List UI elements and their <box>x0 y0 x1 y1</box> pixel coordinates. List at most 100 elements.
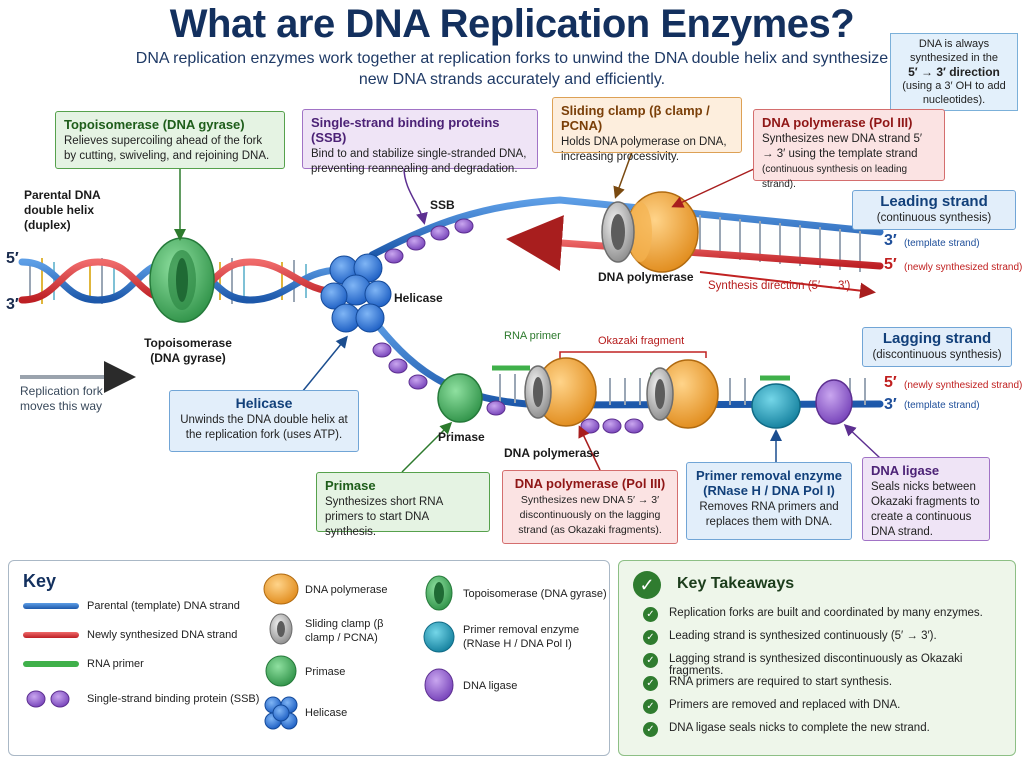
key-polymerase-swatch <box>263 573 299 605</box>
pol-top-box: DNA polymerase (Pol III) Synthesizes new… <box>753 109 945 190</box>
parental-label: Parental DNA double helix (duplex) <box>24 188 101 232</box>
primer-removal-box: Primer removal enzyme (RNase H / DNA Pol… <box>686 462 852 540</box>
helicase-box: Helicase Unwinds the DNA double helix at… <box>169 390 359 452</box>
pol-bottom-callout-arrow <box>578 425 601 471</box>
key-item-topo: Topoisomerase (DNA gyrase) <box>463 588 607 600</box>
leading-text: (continuous synthesis) <box>876 212 992 224</box>
key-primase-swatch <box>265 655 297 687</box>
synthesis-direction-arrow <box>699 271 876 299</box>
key-parental-swatch <box>23 603 79 609</box>
pol-callout-arrow <box>671 167 757 208</box>
lagging-text: (discontinuous synthesis) <box>872 349 1002 361</box>
top-template-label: (template strand) <box>904 238 980 249</box>
lagging-rungs <box>499 374 866 405</box>
key-item-primase: Primase <box>305 666 346 678</box>
clamp-callout-arrow <box>613 151 633 199</box>
clamp-box: Sliding clamp (β clamp / PCNA) Holds DNA… <box>552 97 742 163</box>
key-removal-swatch <box>423 621 455 653</box>
top-five-prime: 5′ <box>884 256 897 273</box>
removal-title: Primer removal enzyme (RNase H / DNA Pol… <box>696 468 842 498</box>
takeaway-item: Primers are removed and replaced with DN… <box>669 699 901 711</box>
lagging-clamp-2-icon <box>646 367 674 421</box>
ligase-callout-arrow <box>843 423 881 459</box>
ligase-text: Seals nicks between Okazaki fragments to… <box>871 481 980 538</box>
key-item-new: Newly synthesized DNA strand <box>87 629 238 641</box>
check-icon: ✓ <box>643 722 658 737</box>
check-icon: ✓ <box>643 607 658 622</box>
pol-bottom-title: DNA polymerase (Pol III) <box>514 476 666 491</box>
rna-primer-label: RNA primer <box>504 330 561 342</box>
leading-new-strand <box>506 215 884 271</box>
removal-text: Removes RNA primers and replaces them wi… <box>699 501 839 528</box>
key-panel: Key Parental (template) DNA strand Newly… <box>8 560 610 756</box>
key-ssb-swatch <box>26 690 46 708</box>
key-helicase-swatch <box>264 696 298 730</box>
bottom-new-label: (newly synthesized strand) <box>904 380 1023 391</box>
top-new-label: (newly synthesized strand) <box>904 262 1023 273</box>
check-icon: ✓ <box>643 676 658 691</box>
takeaway-item: RNA primers are required to start synthe… <box>669 676 893 688</box>
pol-bottom-text: Synthesizes new DNA 5′ → 3′ discontinuou… <box>518 494 662 536</box>
lagging-strand-box: Lagging strand (discontinuous synthesis) <box>862 327 1012 367</box>
primase-text: Synthesizes short RNA primers to start D… <box>325 496 443 538</box>
takeaways-title: Key Takeaways <box>677 575 795 592</box>
takeaway-item: DNA ligase seals nicks to complete the n… <box>669 722 930 734</box>
topoisomerase-icon <box>149 237 215 323</box>
key-item-parental: Parental (template) DNA strand <box>87 600 240 612</box>
ssb-proteins-bottom <box>372 342 644 434</box>
primase-label: Primase <box>438 430 485 444</box>
topo-title: Topoisomerase (DNA gyrase) <box>64 117 245 132</box>
page-subtitle: DNA replication enzymes work together at… <box>135 50 889 88</box>
leading-pol-label: DNA polymerase <box>598 270 694 284</box>
check-icon: ✓ <box>643 653 658 668</box>
topoisomerase-box: Topoisomerase (DNA gyrase) Relieves supe… <box>55 111 285 169</box>
check-icon: ✓ <box>643 699 658 714</box>
big-check-icon: ✓ <box>633 571 661 599</box>
takeaway-item: Lagging strand is synthesized discontinu… <box>669 653 963 677</box>
key-item-helicase: Helicase <box>305 707 348 719</box>
note-bold: 5′ → 3′ direction <box>908 65 1000 79</box>
key-ssb-swatch <box>50 690 70 708</box>
leading-title: Leading strand <box>880 193 988 210</box>
clamp-text: Holds DNA polymerase on DNA, increasing … <box>561 136 727 163</box>
key-item-rna: RNA primer <box>87 658 144 670</box>
note-line1: DNA is always synthesized in the <box>909 38 999 64</box>
page-title: What are DNA Replication Enzymes? <box>169 2 855 46</box>
key-item-clamp: Sliding clamp (β clamp / PCNA) <box>305 618 384 644</box>
ssb-label: SSB <box>430 198 455 212</box>
lagging-title: Lagging strand <box>882 330 992 347</box>
lagging-pol-label: DNA polymerase <box>504 446 600 460</box>
note-line2: (using a 3′ OH to add nucleotides). <box>902 80 1006 106</box>
key-title: Key <box>23 571 57 591</box>
leading-clamp-icon <box>601 201 635 263</box>
takeaway-item: Replication forks are built and coordina… <box>669 607 983 619</box>
key-rna-swatch <box>23 661 79 667</box>
key-new-swatch <box>23 632 79 638</box>
pol-top-small: (continuous synthesis on leading strand)… <box>762 164 908 190</box>
okazaki-label: Okazaki fragment <box>598 335 685 347</box>
pol-bottom-box: DNA polymerase (Pol III) Synthesizes new… <box>502 470 678 544</box>
ligase-title: DNA ligase <box>871 463 940 478</box>
helicase-callout-arrow <box>301 335 348 393</box>
bottom-five-prime: 5′ <box>884 374 897 391</box>
top-three-prime: 3′ <box>884 232 897 249</box>
ssb-proteins-top <box>384 218 474 264</box>
key-item-ligase: DNA ligase <box>463 680 518 692</box>
ligase-box: DNA ligase Seals nicks between Okazaki f… <box>862 457 990 541</box>
primer-removal-icon <box>751 383 801 429</box>
takeaways-panel: ✓ Key Takeaways ✓ Replication forks are … <box>618 560 1016 756</box>
helicase-title: Helicase <box>235 395 293 411</box>
fork-label: Replication fork moves this way <box>20 384 103 413</box>
ssb-callout-arrow <box>403 167 428 225</box>
takeaway-item: Leading strand is synthesized continuous… <box>669 630 937 642</box>
ssb-box: Single-strand binding proteins (SSB) Bin… <box>302 109 538 175</box>
helicase-icon <box>320 253 392 333</box>
pol-top-title: DNA polymerase (Pol III) <box>762 115 913 130</box>
key-ligase-swatch <box>424 668 454 702</box>
bottom-three-prime: 3′ <box>884 396 897 413</box>
left-three-prime: 3′ <box>6 296 19 313</box>
synthesis-direction-label: Synthesis direction (5′ → 3′) <box>708 280 851 292</box>
helicase-text: Unwinds the DNA double helix at the repl… <box>180 414 348 441</box>
bottom-template-label: (template strand) <box>904 400 980 411</box>
replication-diagram <box>18 151 884 473</box>
